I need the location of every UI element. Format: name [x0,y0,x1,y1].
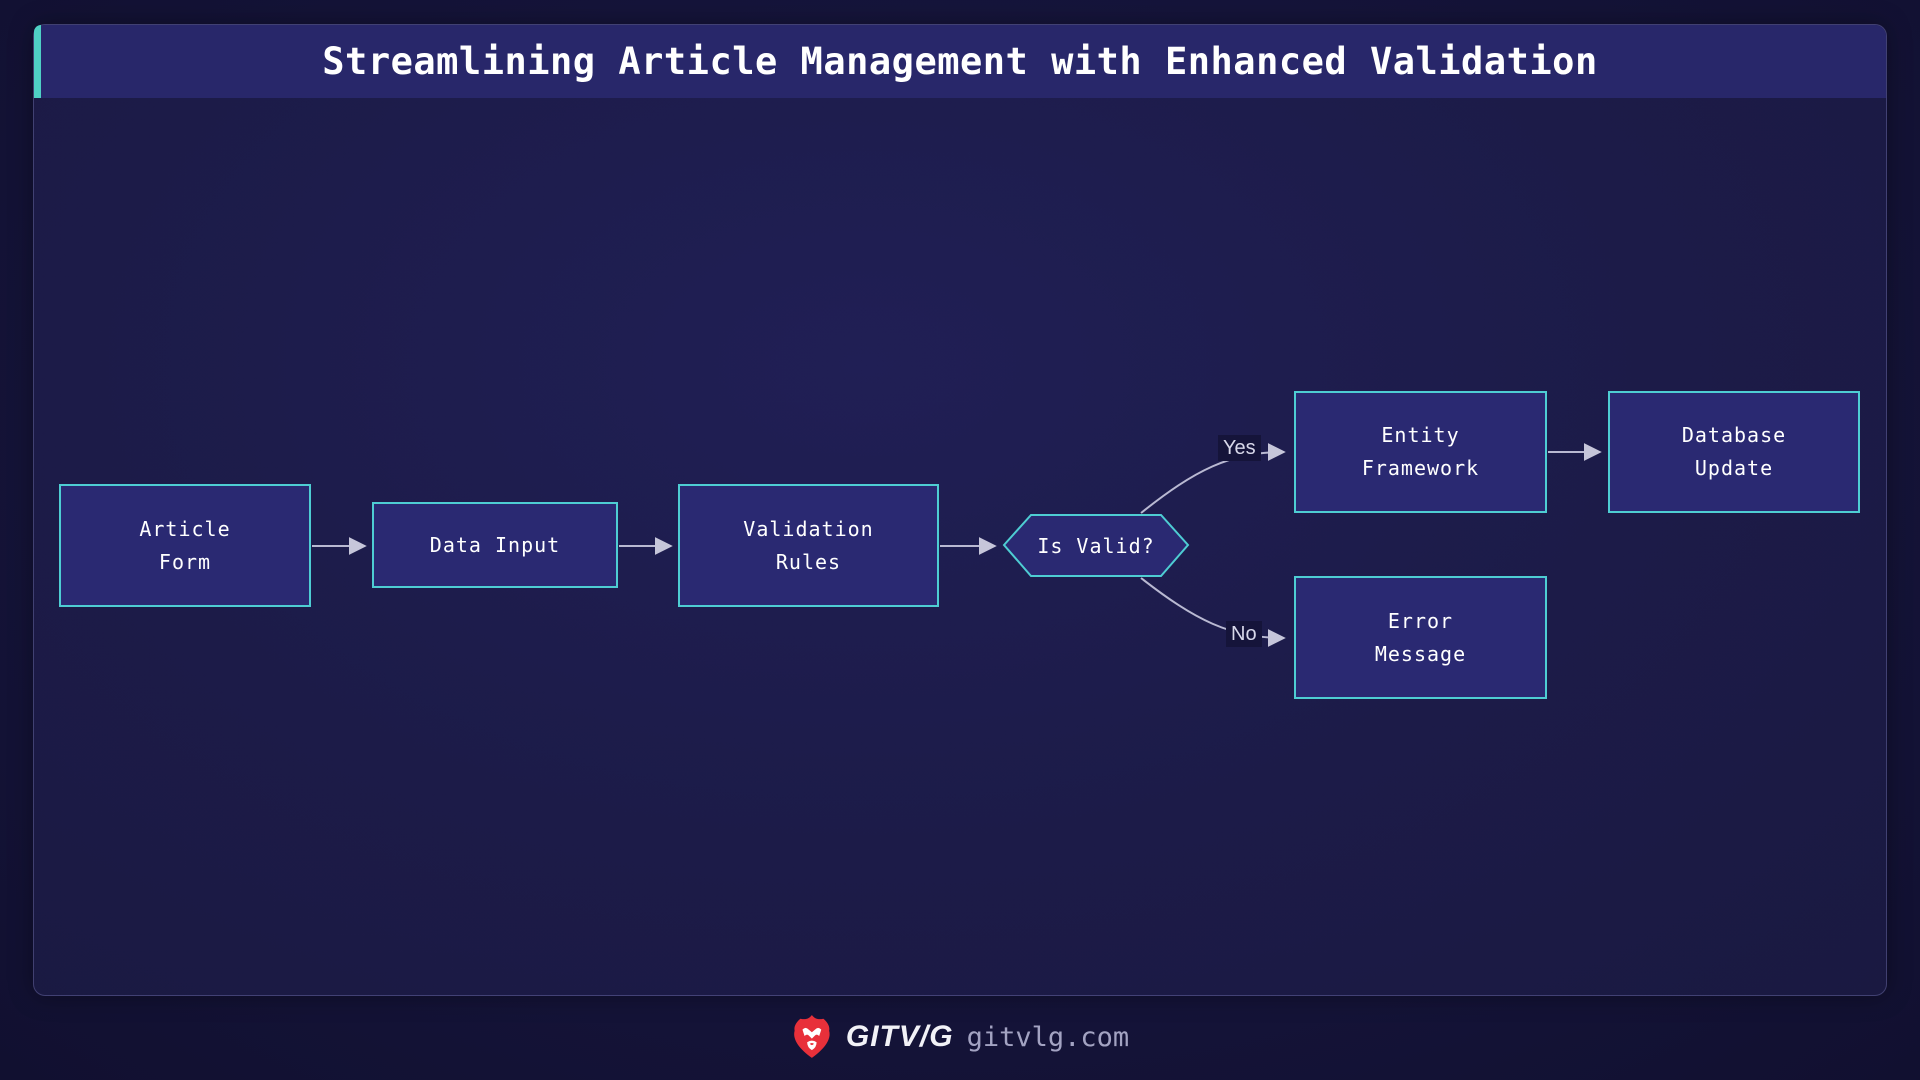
node-label-line: Framework [1361,456,1480,480]
node-article-form: Article Form [59,484,311,607]
page-title: Streamlining Article Management with Enh… [322,40,1598,83]
node-label-line: Data Input [429,532,561,557]
node-label-line: Message [1374,641,1467,666]
node-error-message: Error Message [1294,576,1547,699]
node-database-update: Database Update [1608,391,1860,513]
site-domain: gitvlg.com [966,1021,1130,1053]
edge-label-yes: Yes [1218,435,1261,461]
node-data-input: Data Input [372,502,618,588]
node-is-valid: Is Valid? [1002,513,1190,578]
node-label-line: Entity [1381,423,1460,447]
brand-name: GITV/G [845,1020,954,1053]
node-label-line: Database [1681,423,1787,447]
diagram-panel: Streamlining Article Management with Enh… [33,24,1887,996]
node-validation-rules: Validation Rules [678,484,939,607]
hexagon-shape [1002,514,1190,577]
footer-branding: GITV/G gitvlg.com [791,1014,1129,1060]
node-label-line: Rules [775,549,842,574]
title-accent-bar [34,25,41,98]
node-label-line: Article [139,516,231,541]
node-label-line: Form [158,549,212,574]
lion-icon [794,1015,830,1058]
title-bar: Streamlining Article Management with Enh… [34,25,1886,98]
node-label-line: Validation [743,516,874,541]
node-label-line: Is Valid? [1037,533,1155,558]
node-label-line: Update [1694,456,1774,480]
node-label-line: Error [1387,608,1454,633]
node-entity-framework: Entity Framework [1294,391,1547,513]
edge-label-no: No [1226,621,1262,647]
